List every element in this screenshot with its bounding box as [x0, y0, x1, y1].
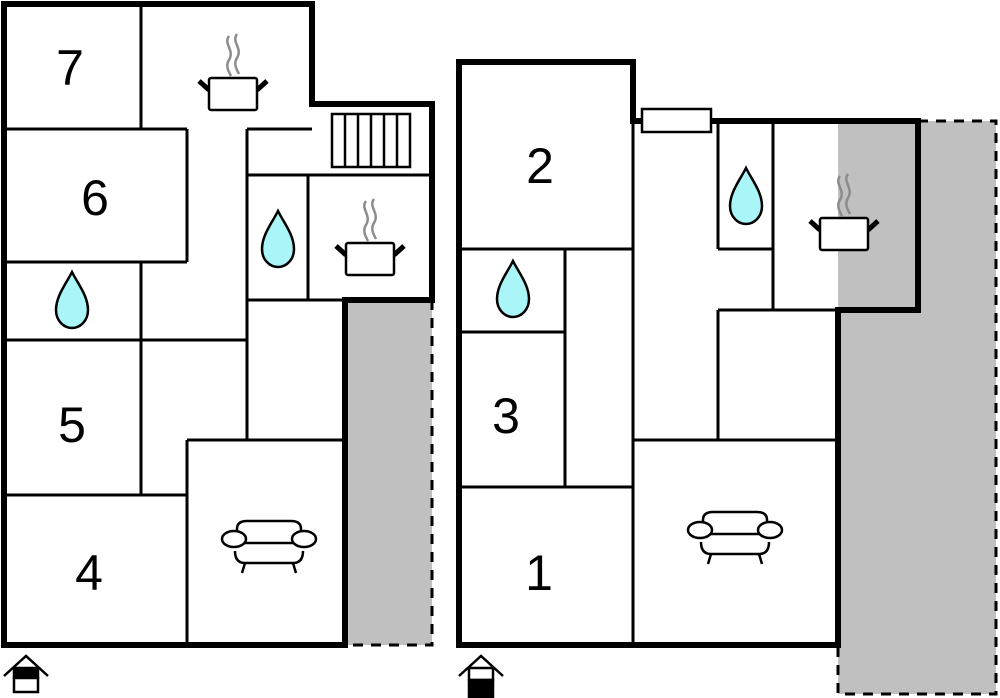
room-label-7: 7 [56, 40, 84, 96]
water-drop-icon [495, 259, 531, 319]
terrace [345, 300, 432, 645]
ground-floor: 2 3 1 [456, 59, 998, 698]
floor-upper-icon [3, 654, 49, 694]
kitchen-icon [199, 34, 267, 110]
terrace-boundary [345, 300, 434, 647]
kitchen-icon [336, 199, 404, 275]
sofa-icon [220, 519, 318, 575]
stairs-icon [330, 112, 412, 169]
room-label-1: 1 [525, 545, 553, 601]
room-label-3: 3 [492, 388, 520, 444]
interior-walls [459, 121, 838, 645]
upper-floor: 7 6 5 4 [1, 1, 435, 694]
sofa-icon [686, 510, 784, 566]
room-label-5: 5 [58, 397, 86, 453]
floor-ground-icon [458, 654, 504, 698]
interior-walls [4, 4, 432, 645]
water-drop-icon [260, 209, 296, 269]
room-label-2: 2 [526, 138, 554, 194]
terrace-boundary [836, 119, 998, 696]
room-label-6: 6 [81, 170, 109, 226]
window-icon [640, 107, 713, 134]
water-drop-icon [54, 270, 90, 330]
exterior-walls [456, 59, 921, 648]
room-label-4: 4 [75, 545, 103, 601]
exterior-walls [1, 1, 435, 648]
water-drop-icon [728, 166, 764, 226]
